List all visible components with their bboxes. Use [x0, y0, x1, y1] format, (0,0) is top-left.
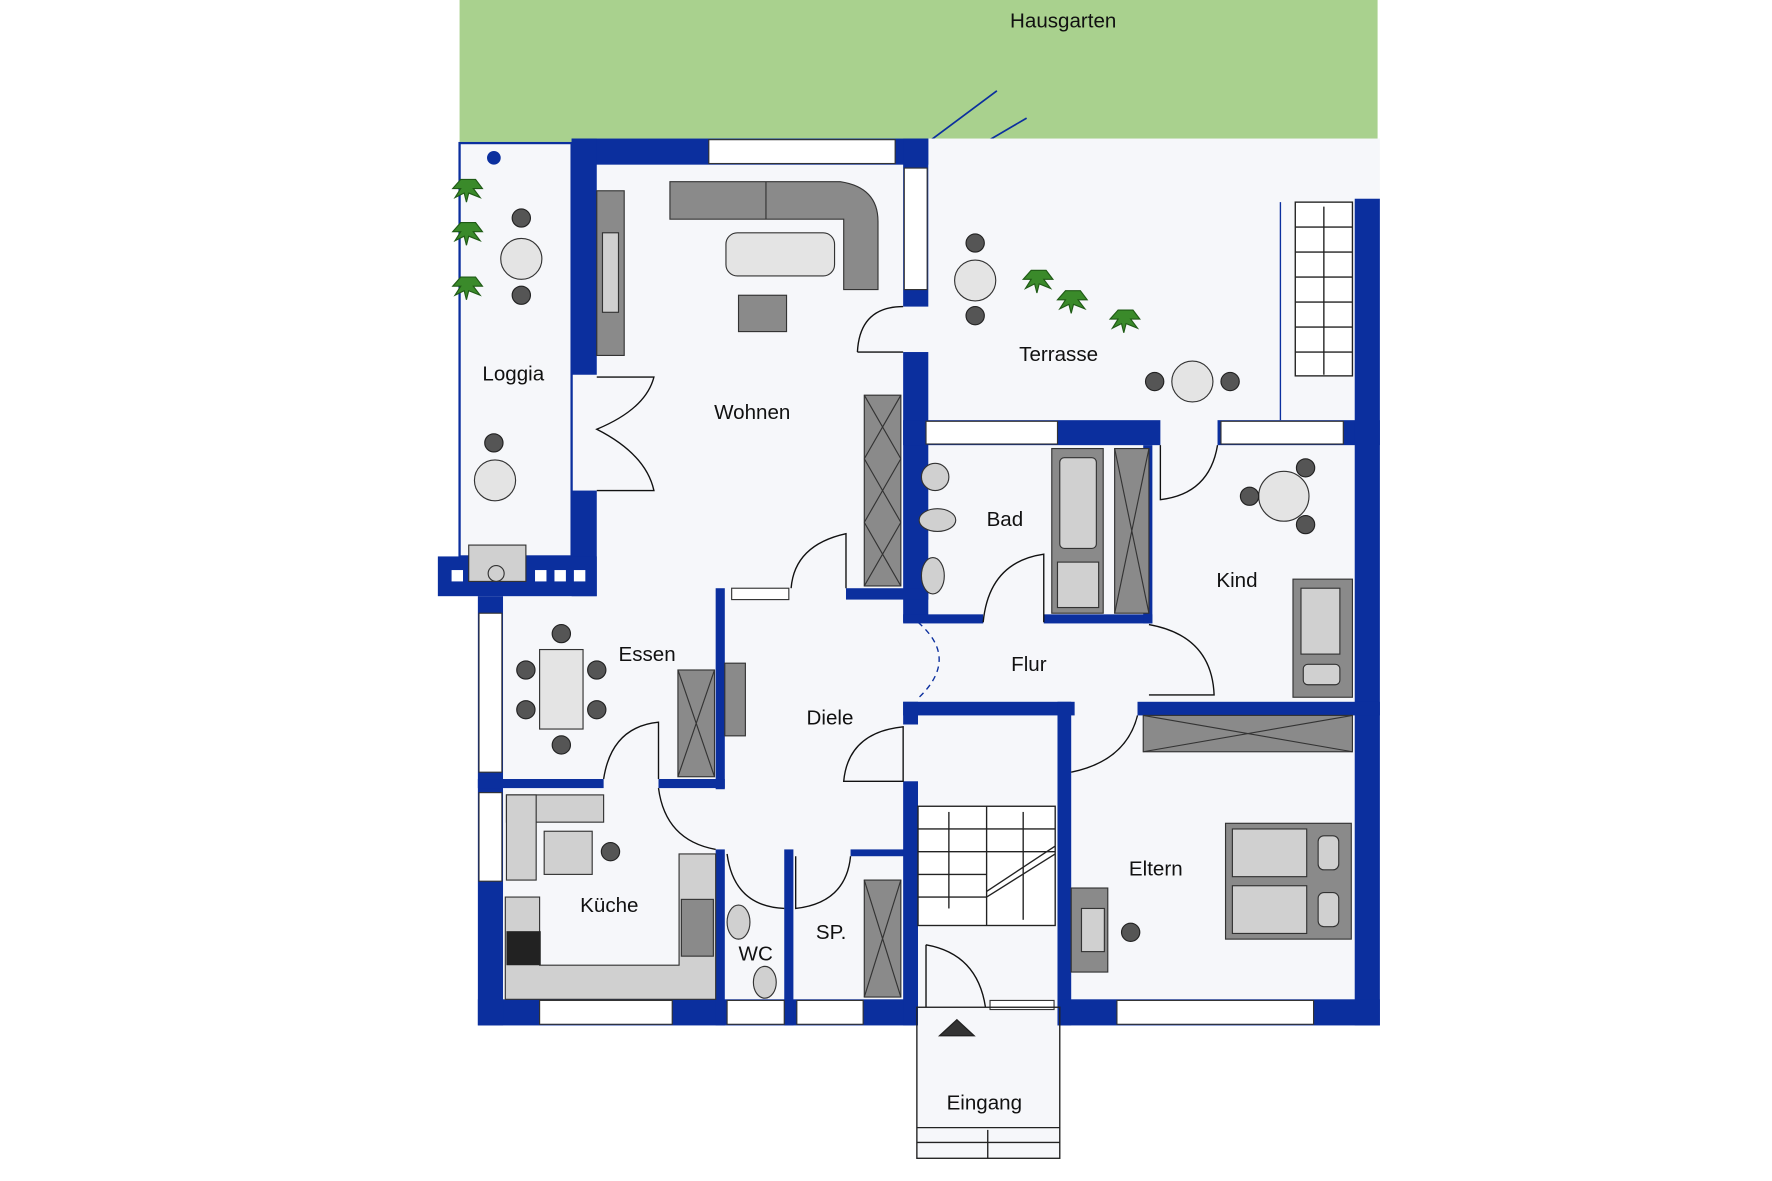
drain-icon [487, 151, 501, 165]
room-label-diele: Diele [807, 707, 854, 730]
windows [451, 139, 1344, 1025]
room-label-loggia: Loggia [482, 362, 544, 385]
room-label-wc: WC [739, 943, 773, 966]
doors [595, 305, 1219, 1008]
room-label-kueche: Küche [580, 894, 638, 917]
room-label-wohnen: Wohnen [714, 401, 790, 424]
room-label-kind: Kind [1216, 569, 1257, 592]
room-label-flur: Flur [1011, 653, 1047, 676]
staircase [916, 201, 1354, 1159]
room-label-sp: SP. [816, 921, 847, 944]
garden-label: Hausgarten [1010, 9, 1116, 32]
room-label-terrasse: Terrasse [1019, 343, 1098, 366]
room-label-eingang: Eingang [947, 1092, 1022, 1115]
room-label-eltern: Eltern [1129, 858, 1183, 881]
furniture [451, 178, 1354, 1000]
room-label-essen: Essen [618, 643, 675, 666]
room-label-bad: Bad [987, 508, 1024, 531]
